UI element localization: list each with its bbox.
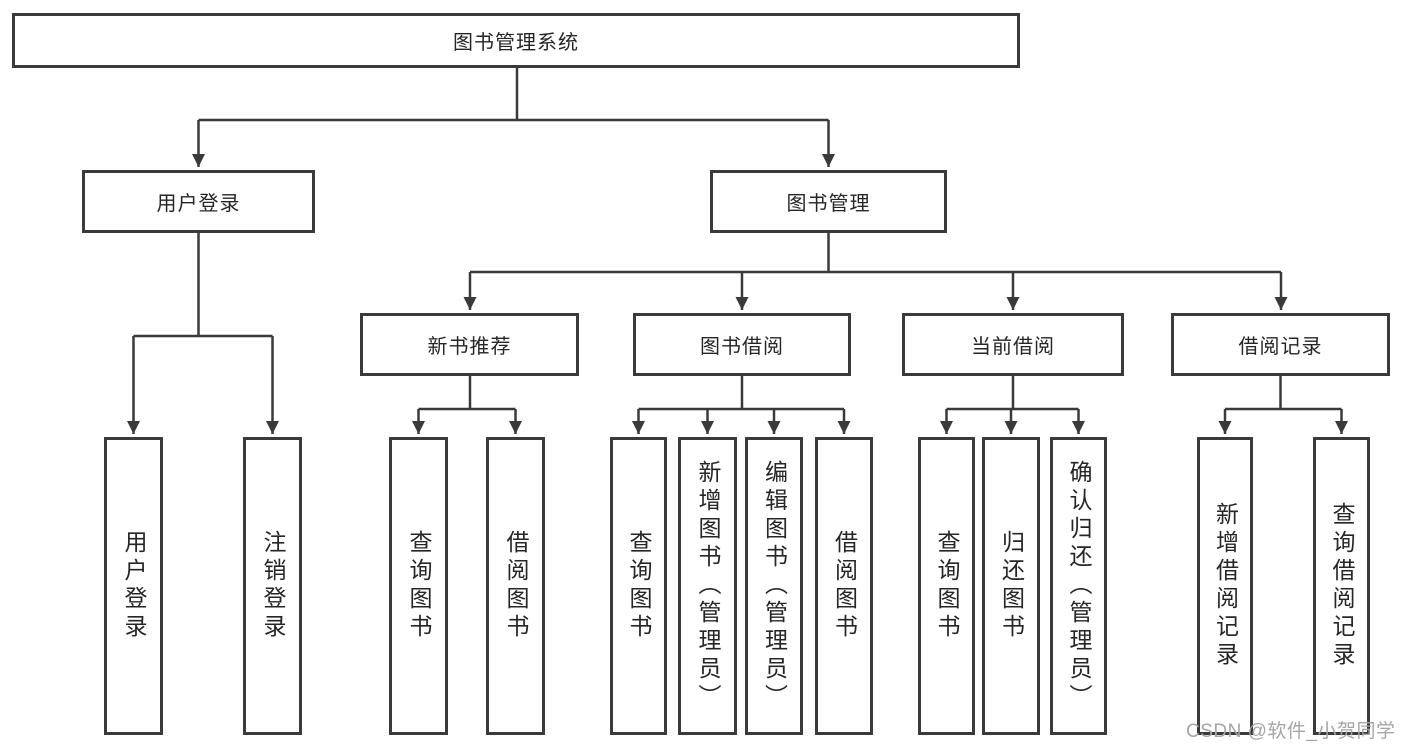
node-bb-edit-books-admin: 编辑图书（管理员） [745,437,803,735]
node-bb-borrow-books: 借阅图书 [815,437,873,735]
node-new-book-recommend: 新书推荐 [360,313,579,376]
node-logout-action: 注销登录 [243,437,302,735]
node-book-management: 图书管理 [710,170,947,233]
node-bb-add-books-admin: 新增图书（管理员） [678,437,737,735]
node-book-borrowing: 图书借阅 [633,313,851,376]
node-user-login: 用户登录 [82,170,315,233]
csdn-watermark: CSDN @软件_小贺同学 [1186,721,1396,742]
node-cb-return-books: 归还图书 [982,437,1040,735]
node-cb-confirm-return-admin: 确认归还（管理员） [1050,437,1107,735]
node-nb-query-books: 查询图书 [389,437,448,735]
node-br-query-record: 查询借阅记录 [1313,437,1370,735]
node-user-login-action: 用户登录 [104,437,163,735]
node-cb-query-books: 查询图书 [918,437,975,735]
node-br-add-record: 新增借阅记录 [1197,437,1253,735]
node-bb-query-books: 查询图书 [610,437,667,735]
node-nb-borrow-books: 借阅图书 [486,437,545,735]
node-borrowing-records: 借阅记录 [1171,313,1390,376]
node-root-library-system: 图书管理系统 [12,13,1020,68]
node-current-borrowing: 当前借阅 [902,313,1124,376]
